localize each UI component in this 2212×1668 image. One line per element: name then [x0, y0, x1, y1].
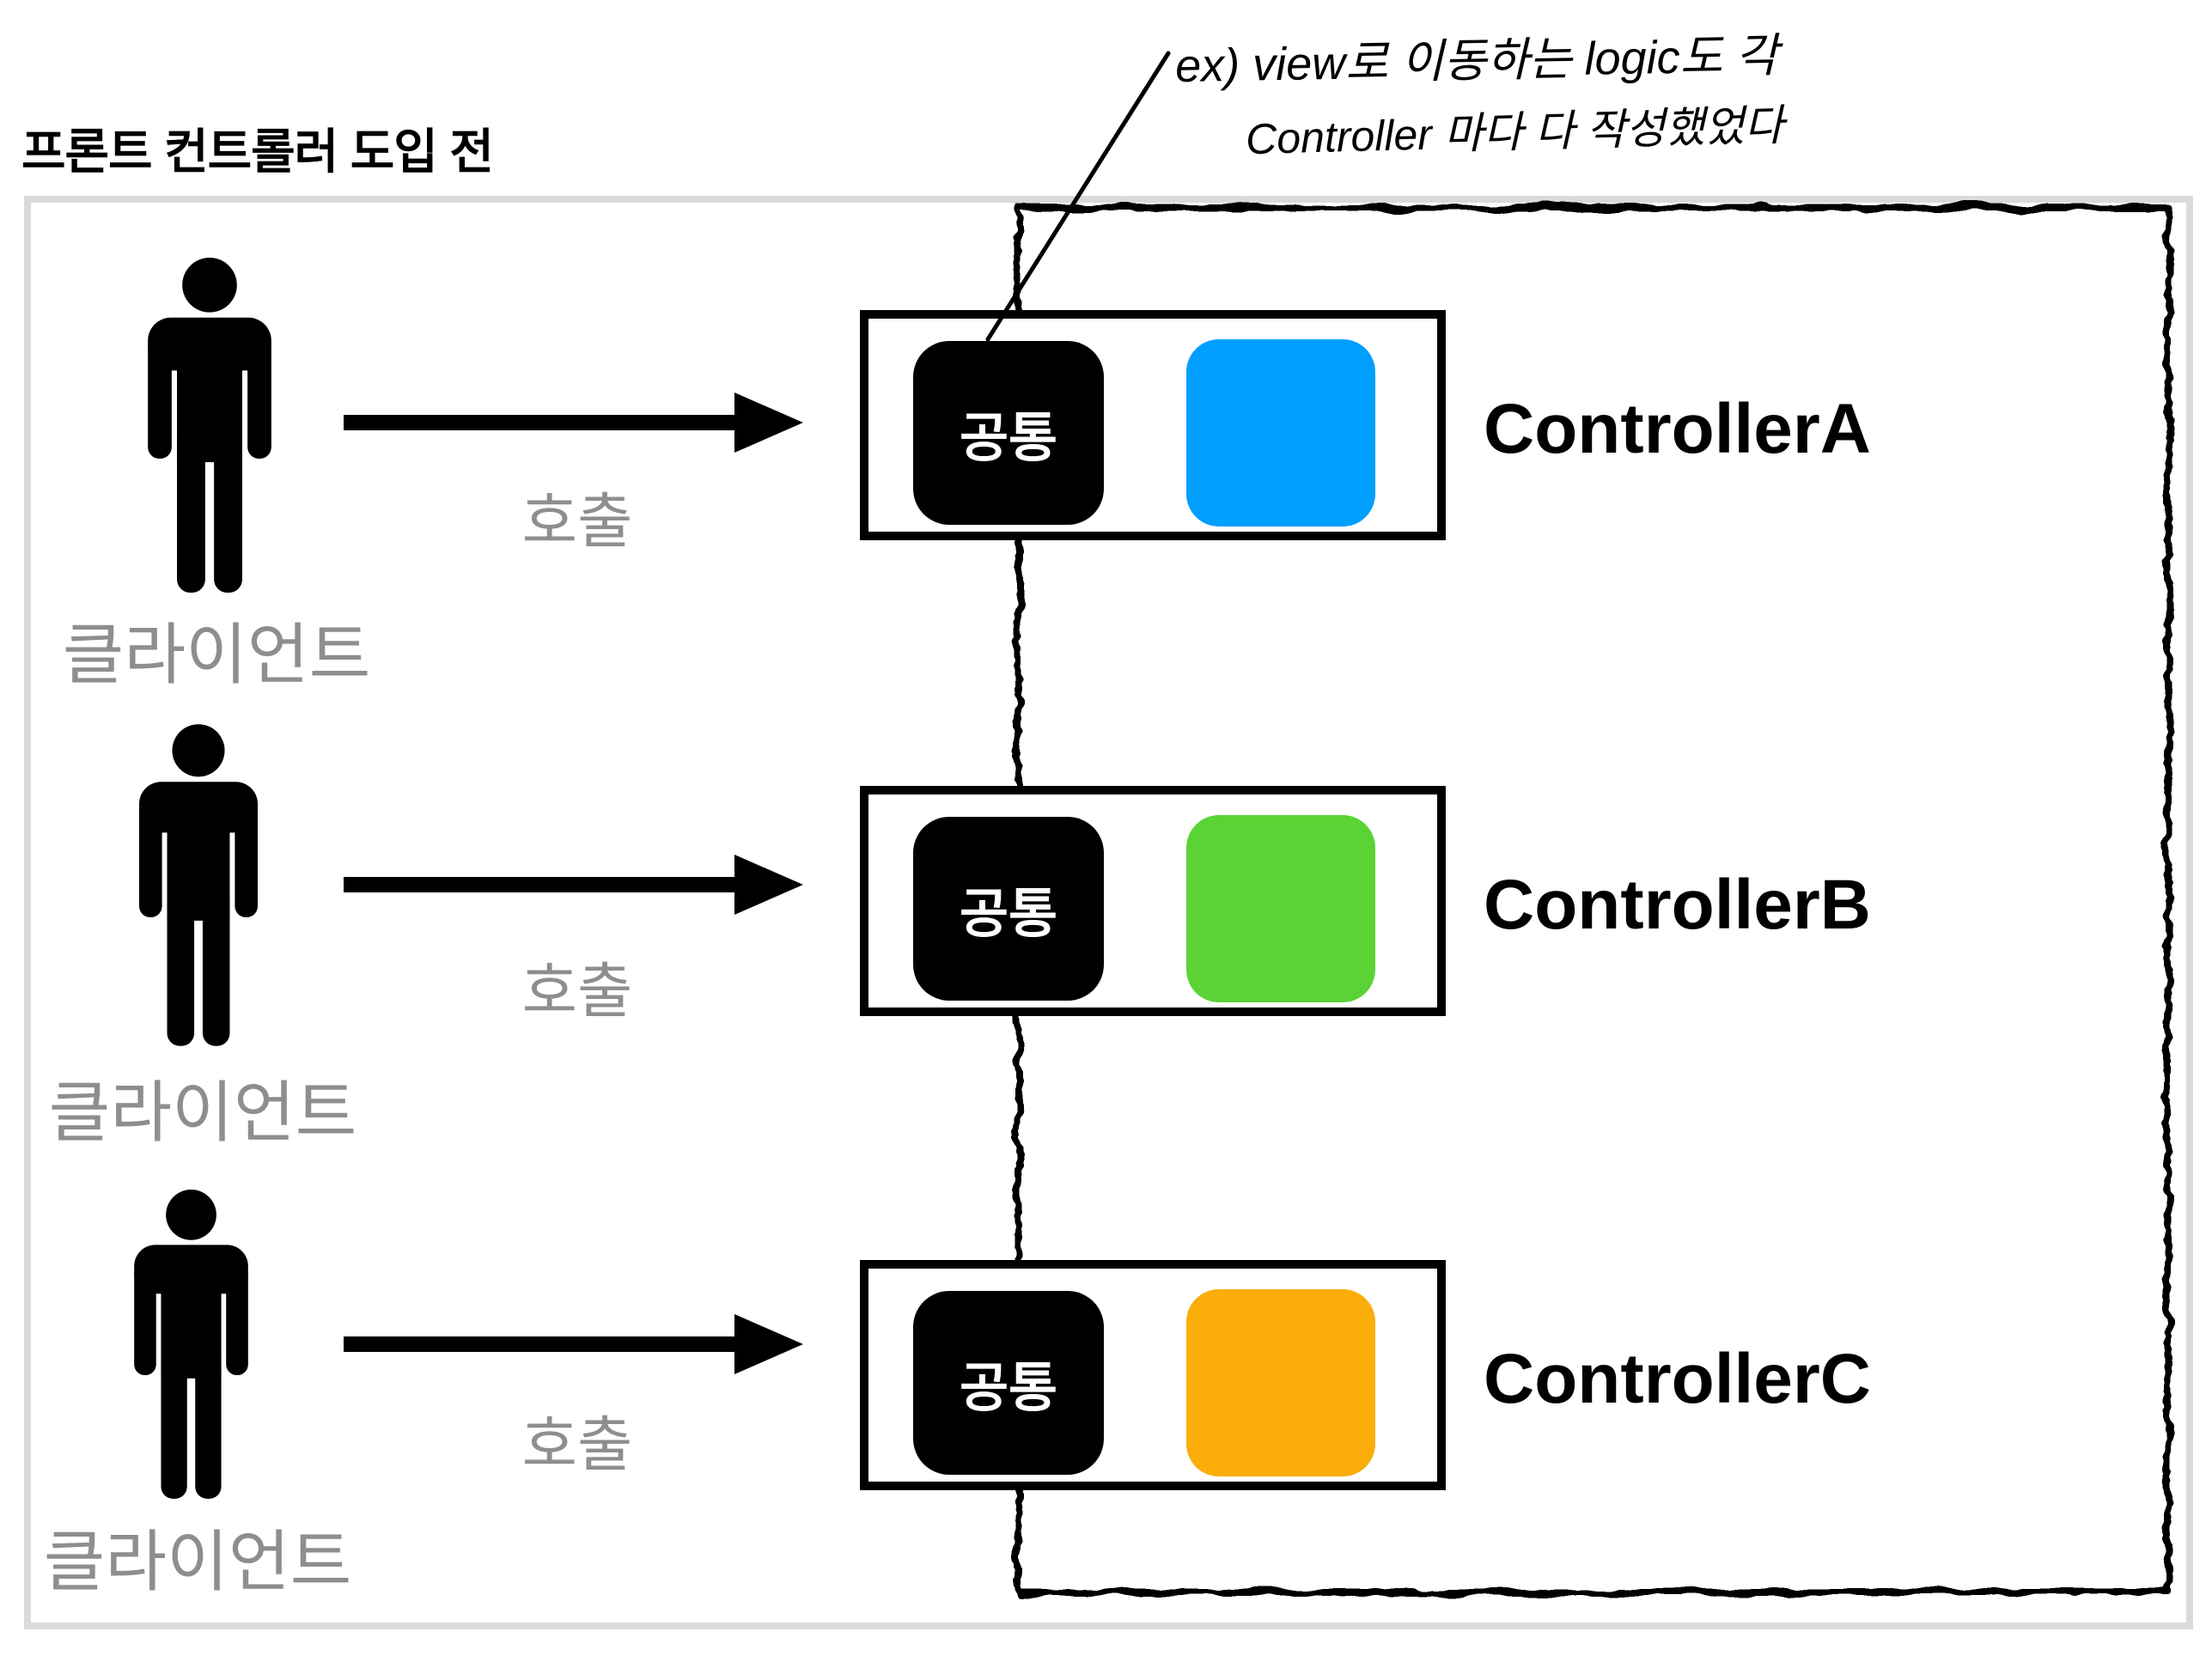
- call-arrow-icon: [344, 393, 803, 453]
- call-label: 호출: [521, 1411, 633, 1478]
- controller-c-logic-chip: [1186, 1289, 1375, 1476]
- controller-b-label: ControllerB: [1484, 866, 1871, 944]
- client-label: 클라이언트: [43, 1524, 352, 1599]
- client-label: 클라이언트: [48, 1074, 357, 1150]
- client-person-icon: [139, 724, 258, 1046]
- call-label: 호출: [521, 958, 633, 1025]
- page-title: 프론트 컨트롤러 도입 전: [21, 125, 494, 179]
- controller-a-label: ControllerA: [1484, 390, 1871, 468]
- client-person-icon: [134, 1190, 248, 1499]
- call-label: 호출: [521, 488, 633, 555]
- client-person-icon: [148, 258, 271, 593]
- controller-a-box: 공통: [860, 310, 1446, 540]
- client-label: 클라이언트: [62, 617, 371, 692]
- common-logic-chip: 공통: [913, 817, 1104, 1001]
- controller-b-logic-chip: [1186, 815, 1375, 1002]
- annotation-text-line1: ex) view로 이동하는 logic도 각: [1174, 29, 1779, 93]
- controller-c-label: ControllerC: [1484, 1340, 1871, 1418]
- call-arrow-icon: [344, 1314, 803, 1374]
- common-logic-chip: 공통: [913, 341, 1104, 525]
- call-arrow-icon: [344, 855, 803, 915]
- controller-b-box: 공통: [860, 786, 1446, 1016]
- common-logic-chip: 공통: [913, 1291, 1104, 1475]
- controller-a-logic-chip: [1186, 339, 1375, 527]
- controller-c-box: 공통: [860, 1260, 1446, 1490]
